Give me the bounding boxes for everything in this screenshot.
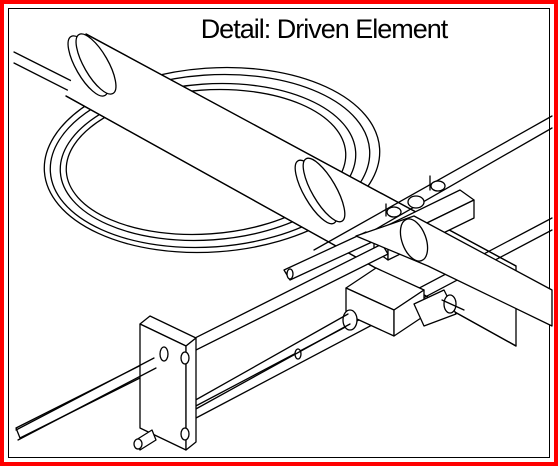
element-rod-upper [15, 231, 389, 439]
coax-loop [43, 66, 381, 254]
left-rod-end [15, 346, 169, 441]
gamma-rod [191, 313, 351, 411]
main-boom [355, 215, 553, 327]
feed-box [342, 267, 465, 337]
end-insulator-plate [133, 315, 197, 451]
figure-title: Detail: Driven Element [200, 14, 449, 44]
figure-inner-border [8, 8, 550, 458]
driven-element-drawing [13, 33, 553, 451]
